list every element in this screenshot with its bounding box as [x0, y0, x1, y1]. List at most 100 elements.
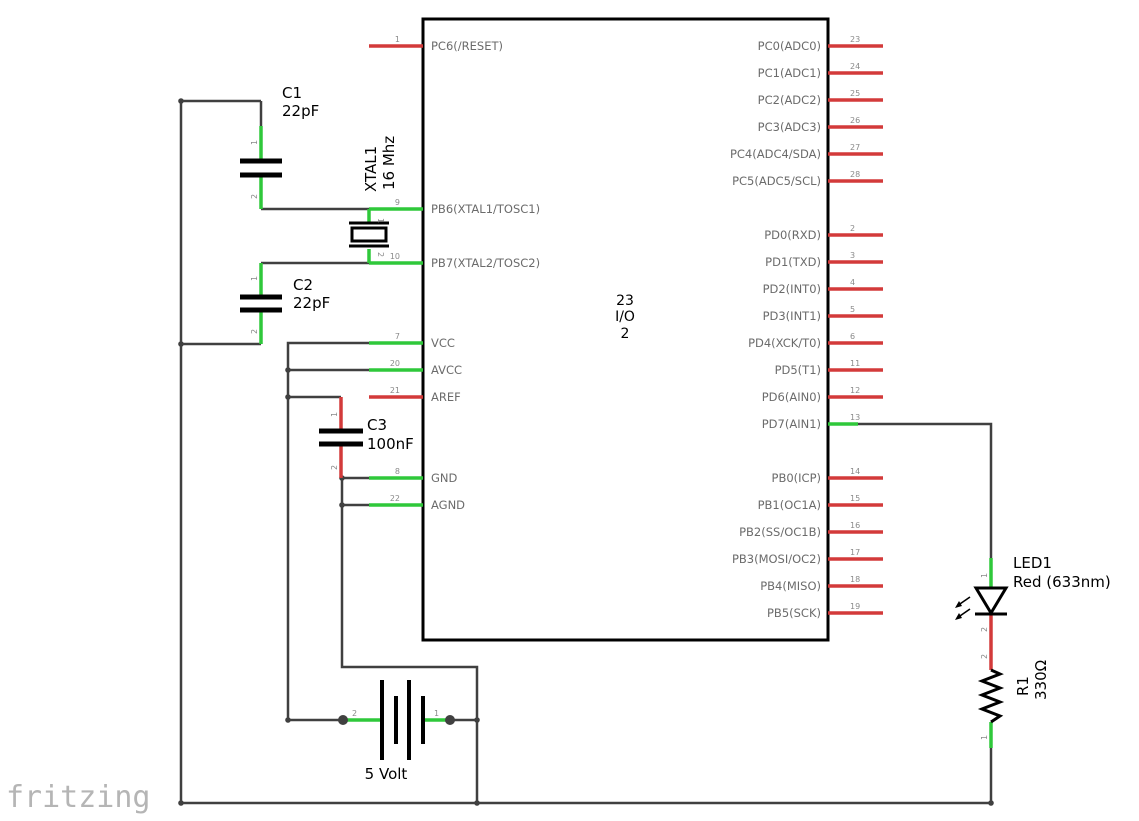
microcontroller-body[interactable] — [421, 17, 830, 642]
c2-pin2-number: 2 — [250, 329, 259, 334]
pin-number: 8 — [395, 467, 400, 476]
pin-number: 9 — [395, 198, 400, 207]
pin-number: 10 — [390, 252, 400, 261]
c1-name: C1 — [282, 84, 302, 102]
pin-label: PD3(INT1) — [763, 309, 821, 323]
pin-label: PC5(ADC5/SCL) — [732, 174, 821, 188]
c2-value: 22pF — [293, 294, 330, 312]
pin-label: PC6(/RESET) — [431, 39, 503, 53]
pin-number: 24 — [850, 62, 860, 71]
right-pin-17[interactable]: 17 PB3(MOSI/OC2) — [732, 548, 883, 566]
wires — [178, 98, 994, 806]
wire-vcc[interactable] — [286, 341, 369, 722]
c1-pin1-number: 1 — [250, 140, 259, 145]
pin-label: PD1(TXD) — [765, 255, 821, 269]
pin-label: PB3(MOSI/OC2) — [732, 552, 821, 566]
r1-pin1-number: 1 — [980, 735, 989, 740]
led-pin2-number: 2 — [980, 627, 989, 632]
battery-pin2-number: 2 — [352, 709, 357, 718]
left-pin-1[interactable]: 1 PC6(/RESET) — [369, 35, 503, 53]
battery-5v[interactable]: 2 1 5 Volt — [338, 680, 455, 783]
pin-number: 21 — [390, 386, 400, 395]
right-pin-group: 23PC0(ADC0)24PC1(ADC1)25PC2(ADC2)26PC3(A… — [730, 35, 883, 620]
wire-pd7-led[interactable] — [858, 422, 993, 558]
pin-number: 7 — [395, 332, 400, 341]
chip-label-2: I/O — [615, 309, 635, 325]
pin-label: PB6(XTAL1/TOSC1) — [431, 202, 540, 216]
pin-label: AGND — [431, 498, 465, 512]
pin-number: 16 — [850, 521, 860, 530]
pin-number: 13 — [850, 413, 860, 422]
capacitor-c3[interactable]: 1 2 C3 100nF — [319, 397, 414, 478]
c1-pin2-number: 2 — [250, 194, 259, 199]
pin-number: 6 — [850, 332, 855, 341]
left-pin-22[interactable]: 22 AGND — [369, 494, 465, 512]
pin-number: 1 — [395, 35, 400, 44]
led-pin1-number: 1 — [980, 573, 989, 578]
pin-number: 15 — [850, 494, 860, 503]
xtal-value: 16 Mhz — [380, 136, 398, 190]
chip-label-3: 2 — [621, 326, 630, 342]
pin-number: 2 — [850, 224, 855, 233]
pin-label: PB4(MISO) — [760, 579, 821, 593]
wire-gnd[interactable] — [340, 476, 479, 803]
capacitor-c1[interactable]: 1 2 C1 22pF — [240, 84, 319, 209]
pin-label: PC3(ADC3) — [758, 120, 821, 134]
wire-c1-top[interactable] — [179, 99, 261, 803]
battery-pin1-number: 1 — [434, 709, 439, 718]
led-1[interactable]: 1 2 LED1 Red (633nm) — [955, 554, 1111, 640]
pin-number: 26 — [850, 116, 860, 125]
c3-value: 100nF — [367, 435, 414, 453]
pin-label: PD0(RXD) — [764, 228, 821, 242]
pin-number: 22 — [390, 494, 400, 503]
pin-number: 5 — [850, 305, 855, 314]
xtal-pin2-number: 2 — [376, 252, 385, 257]
pin-label: PD7(AIN1) — [762, 417, 821, 431]
pin-label: PB0(ICP) — [772, 471, 821, 485]
pin-number: 12 — [850, 386, 860, 395]
c2-name: C2 — [293, 276, 313, 294]
c3-name: C3 — [367, 416, 387, 434]
right-pin-24[interactable]: 24 PC1(ADC1) — [758, 62, 883, 80]
resistor-r1[interactable]: 2 1 R1 330Ω — [977, 640, 1050, 748]
pin-label: PC4(ADC4/SDA) — [730, 147, 821, 161]
right-pin-2[interactable]: 2 PD0(RXD) — [764, 224, 883, 242]
right-pin-5[interactable]: 5 PD3(INT1) — [763, 305, 883, 323]
pin-number: 19 — [850, 602, 860, 611]
pin-number: 25 — [850, 89, 860, 98]
xtal-name: XTAL1 — [362, 146, 380, 192]
pin-number: 4 — [850, 278, 855, 287]
pin-number: 17 — [850, 548, 860, 557]
pin-label: PC1(ADC1) — [758, 66, 821, 80]
right-pin-26[interactable]: 26 PC3(ADC3) — [758, 116, 883, 134]
xtal-pin1-number: 1 — [376, 218, 385, 223]
r1-value: 330Ω — [1032, 660, 1050, 700]
battery-label: 5 Volt — [365, 765, 408, 783]
pin-number: 11 — [850, 359, 860, 368]
left-pin-9[interactable]: 9 PB6(XTAL1/TOSC1) — [369, 198, 540, 216]
right-pin-13[interactable]: 13 PD7(AIN1) — [762, 413, 860, 431]
c2-pin1-number: 1 — [250, 276, 259, 281]
crystal-xtal1[interactable]: 1 2 XTAL1 16 Mhz — [349, 136, 398, 263]
capacitor-c2[interactable]: 1 2 C2 22pF — [240, 263, 330, 344]
